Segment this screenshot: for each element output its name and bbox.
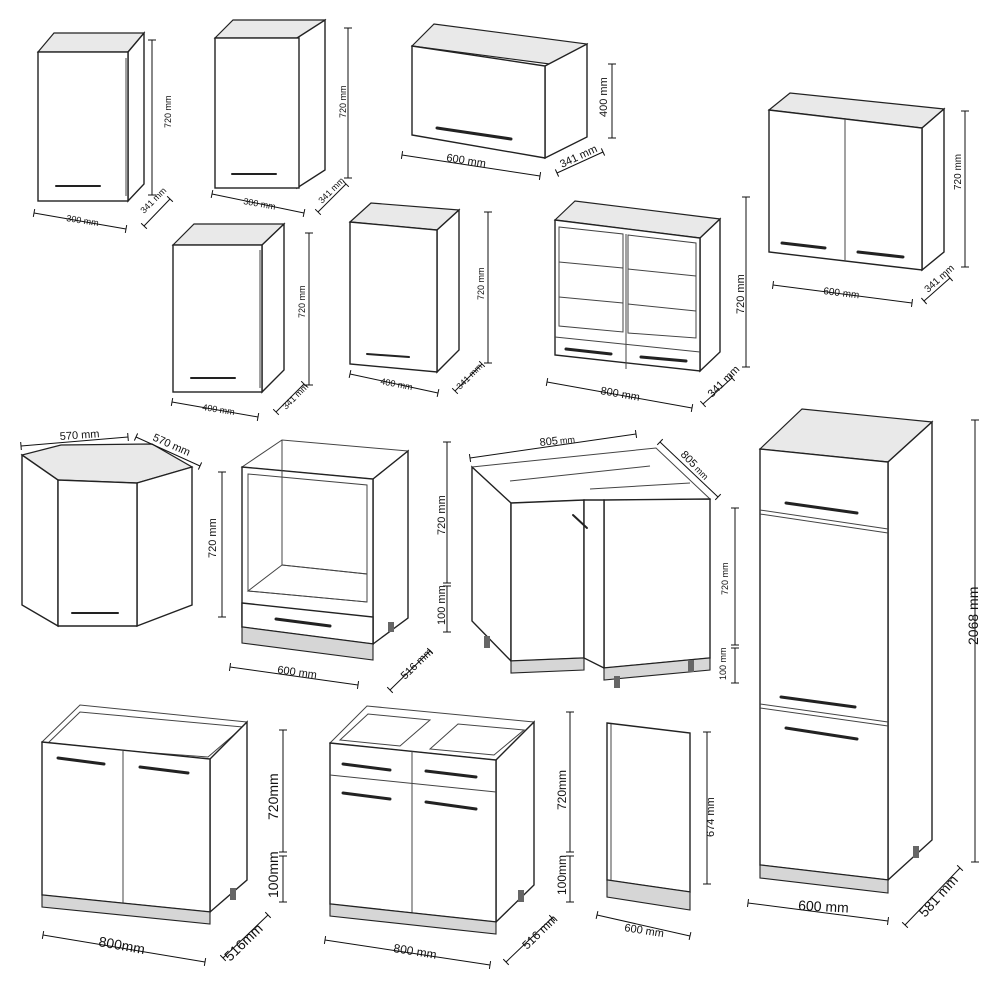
dim-label-height: 720 mm [297, 285, 307, 318]
wall-cabinet-600-400 [410, 23, 589, 160]
dim-label-width: 600 mm [624, 922, 665, 940]
dimension-lines-300-a [32, 39, 174, 234]
wall-cabinet-300 [36, 31, 146, 203]
dim-label-depth: 341 mm [316, 175, 346, 205]
dim-label-plinth: 100mm [265, 851, 281, 898]
dim-label-depth: 805mm [678, 449, 711, 483]
dim-label-width: 400 mm [380, 376, 414, 392]
dim-label-depth: 341 mm [706, 364, 743, 401]
corner-wall-cabinet-570 [20, 443, 194, 628]
dim-label-depth: 581 mm [915, 872, 961, 920]
dishwasher-front-panel-600 [606, 722, 691, 911]
dim-label-height: 2068 mm [965, 587, 981, 645]
dim-label-depth: 516 mm [519, 912, 560, 952]
dim-label-height: 720 mm [735, 274, 747, 314]
dim-label-plinth: 100mm [555, 855, 569, 895]
dimension-lines-600-double [771, 110, 969, 308]
dimension-lines-800-glass [545, 196, 750, 413]
dim-label-width: 600 mm [798, 897, 849, 916]
dimension-lines-400-a [170, 232, 313, 422]
dim-label-depth: 516mm [221, 920, 266, 964]
dimension-lines-600-400 [400, 63, 616, 181]
dim-label-width: 600 mm [277, 664, 318, 681]
dim-label-width: 570 mm [59, 428, 99, 443]
dim-label-depth: 516 mm [399, 646, 436, 682]
corner-base-cabinet-805 [470, 447, 712, 688]
dim-label-width: 600 mm [446, 152, 487, 170]
wall-cabinet-400-b [348, 202, 461, 374]
dim-label-width: 800mm [97, 933, 146, 957]
dimension-lines-corner-base [468, 429, 739, 684]
dim-label-height: 720 mm [436, 495, 448, 535]
dim-label-depth: 341 mm [138, 185, 168, 215]
dim-label-width: 300 mm [66, 213, 100, 228]
dim-label-width: 800 mm [599, 385, 640, 404]
dimension-lines-oven [228, 441, 451, 694]
drawer-base-cabinet-800 [328, 705, 536, 935]
dim-label-depth: 341 mm [454, 361, 484, 391]
dim-label-height: 720 mm [720, 562, 730, 595]
dim-label-height: 400 mm [598, 77, 610, 117]
dim-label-plinth: 100 mm [718, 647, 728, 680]
wall-cabinet-400 [171, 222, 286, 394]
sink-base-cabinet-800 [40, 704, 249, 925]
dim-label-width: 300 mm [243, 196, 277, 211]
dim-label-width: 400 mm [202, 402, 236, 417]
wall-cabinet-300-b [213, 18, 327, 190]
dim-label-height: 720mm [555, 770, 569, 810]
dimension-lines-300-b [210, 27, 352, 218]
dim-label-height: 674 mm [705, 797, 717, 837]
dim-label-height: 720 mm [338, 85, 348, 118]
dimension-lines-400-b [348, 211, 492, 398]
oven-base-cabinet-600 [240, 439, 410, 661]
dim-label-width: 800 mm [393, 941, 438, 962]
wall-cabinet-600-double [767, 92, 946, 272]
tall-cabinet-600 [758, 408, 934, 894]
dimension-lines-corner [20, 432, 226, 618]
dim-label-width: 600 mm [823, 286, 860, 301]
dimension-lines-panel [595, 731, 711, 941]
dim-label-width: 805mm [539, 433, 575, 449]
dim-label-depth: 341 mm [280, 381, 310, 411]
dim-label-height: 720 mm [163, 95, 173, 128]
dim-label-plinth: 100 mm [436, 585, 448, 625]
dim-label-height: 720mm [265, 773, 281, 820]
dim-label-depth: 341 mm [923, 263, 957, 295]
dimension-lines-drawer [323, 711, 574, 970]
dim-label-height: 720 mm [953, 154, 964, 190]
wall-cabinet-800-glass [553, 200, 722, 373]
dimension-lines-tall [746, 419, 979, 929]
dim-label-height: 720 mm [476, 267, 486, 300]
dim-label-height: 720 mm [207, 518, 219, 558]
dimension-lines-sink [41, 729, 287, 967]
